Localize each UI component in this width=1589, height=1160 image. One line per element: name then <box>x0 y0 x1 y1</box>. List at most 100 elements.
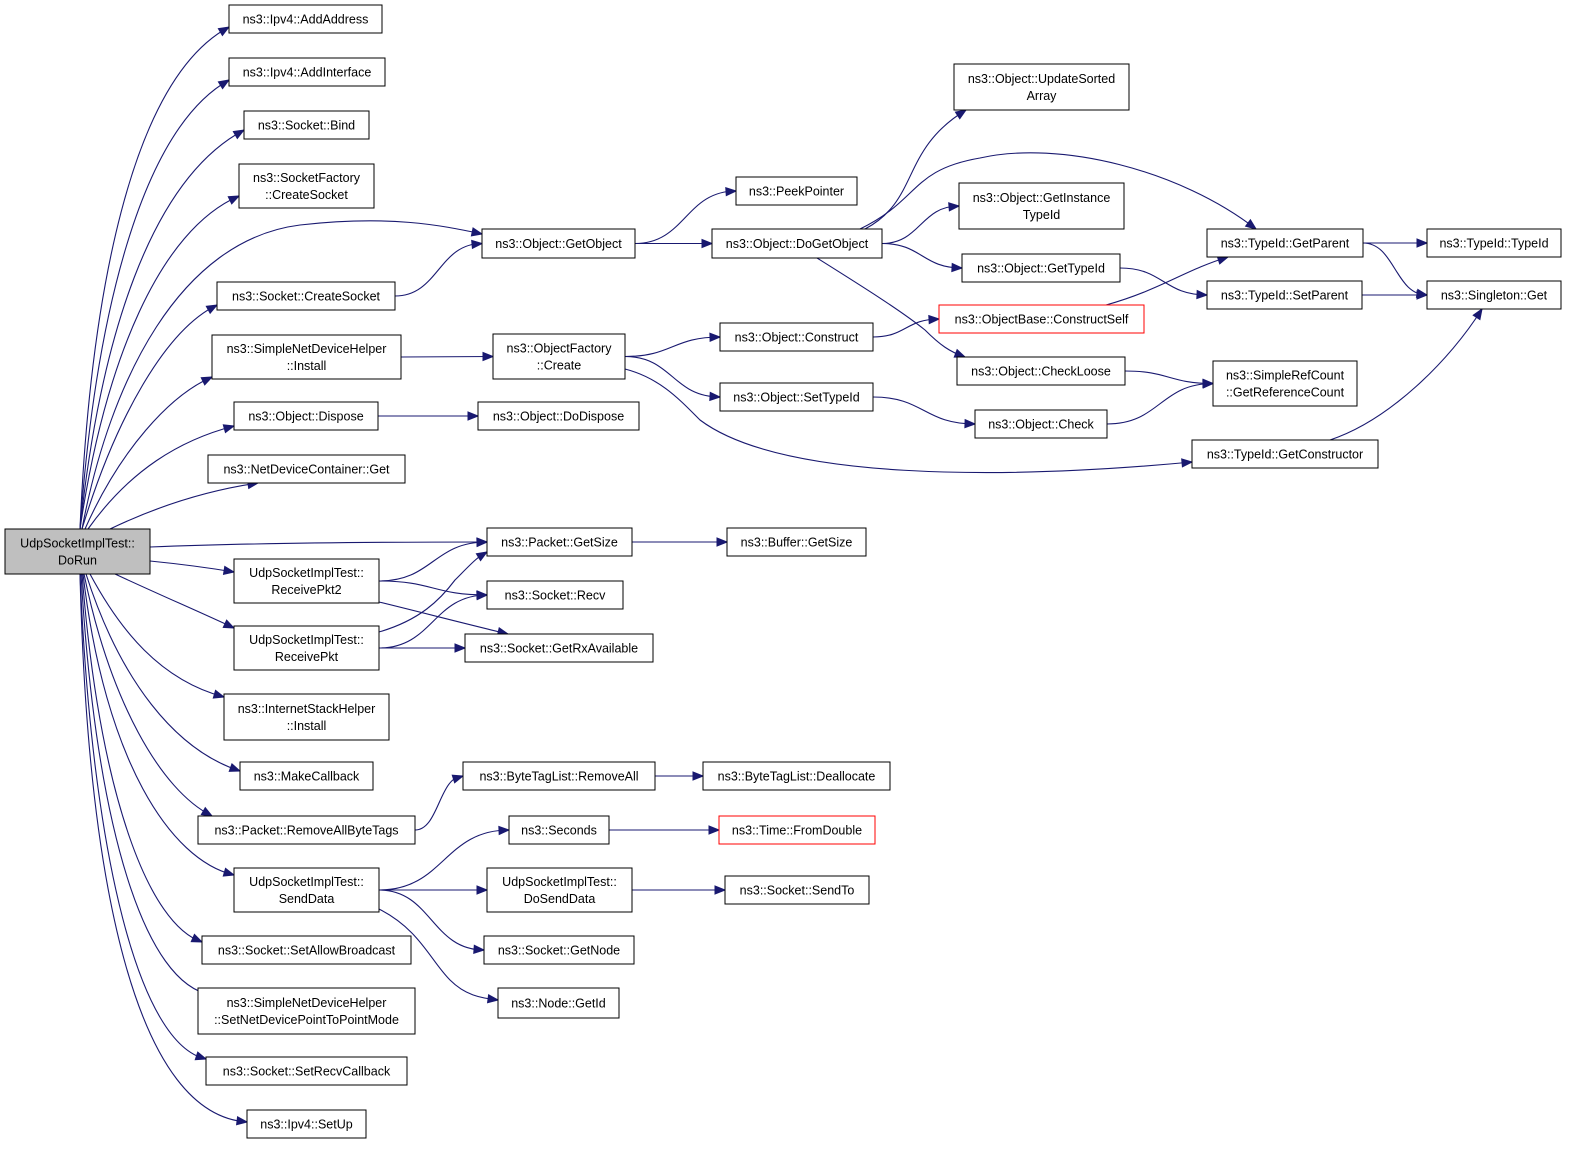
node-node-getid[interactable]: ns3::Node::GetId <box>497 987 620 1019</box>
node-socketfactory-createsocket[interactable]: ns3::SocketFactory::CreateSocket <box>238 163 375 209</box>
node-ipv4-setup[interactable]: ns3::Ipv4::SetUp <box>246 1109 367 1139</box>
node-box[interactable] <box>197 815 416 845</box>
node-box[interactable] <box>735 176 858 206</box>
node-box[interactable] <box>719 382 874 412</box>
node-box[interactable] <box>1426 280 1562 310</box>
node-simplenetdevicehelper-install[interactable]: ns3::SimpleNetDeviceHelper::Install <box>211 334 402 380</box>
node-box[interactable] <box>207 454 406 484</box>
node-object-settypeid[interactable]: ns3::Object::SetTypeId <box>719 382 874 412</box>
node-box[interactable] <box>243 110 370 140</box>
node-box[interactable] <box>223 693 390 741</box>
node-box[interactable] <box>464 633 654 663</box>
node-box[interactable] <box>483 935 635 965</box>
node-box[interactable] <box>197 987 416 1035</box>
node-socket-sendto[interactable]: ns3::Socket::SendTo <box>724 875 870 905</box>
node-box[interactable] <box>477 401 640 431</box>
node-typeid-getconstructor[interactable]: ns3::TypeId::GetConstructor <box>1191 439 1379 469</box>
node-packet-removeallbytetags[interactable]: ns3::Packet::RemoveAllByteTags <box>197 815 416 845</box>
node-box[interactable] <box>239 761 374 791</box>
node-socket-createsocket[interactable]: ns3::Socket::CreateSocket <box>216 281 396 311</box>
node-senddata[interactable]: UdpSocketImplTest::SendData <box>233 867 380 913</box>
node-box[interactable] <box>492 333 626 380</box>
node-seconds[interactable]: ns3::Seconds <box>508 815 610 845</box>
node-box[interactable] <box>233 558 380 604</box>
node-box[interactable] <box>961 253 1121 283</box>
node-peekpointer[interactable]: ns3::PeekPointer <box>735 176 858 206</box>
node-ipv4-addinterface[interactable]: ns3::Ipv4::AddInterface <box>228 57 386 87</box>
node-box[interactable] <box>4 528 151 575</box>
node-box[interactable] <box>938 304 1145 334</box>
node-box[interactable] <box>1206 228 1364 258</box>
node-box[interactable] <box>1191 439 1379 469</box>
node-box[interactable] <box>246 1109 367 1139</box>
node-bytetaglist-removeall[interactable]: ns3::ByteTagList::RemoveAll <box>462 761 656 791</box>
node-box[interactable] <box>1206 280 1363 310</box>
node-object-check[interactable]: ns3::Object::Check <box>974 409 1108 439</box>
node-object-checkloose[interactable]: ns3::Object::CheckLoose <box>956 356 1126 386</box>
node-objectbase-constructself[interactable]: ns3::ObjectBase::ConstructSelf <box>938 304 1145 334</box>
node-box[interactable] <box>238 163 375 209</box>
node-netdevicecontainer-get[interactable]: ns3::NetDeviceContainer::Get <box>207 454 406 484</box>
node-box[interactable] <box>1212 360 1358 407</box>
node-box[interactable] <box>462 761 656 791</box>
node-box[interactable] <box>958 182 1125 230</box>
node-object-dogetobject[interactable]: ns3::Object::DoGetObject <box>711 228 883 259</box>
node-simplerefcount-getreferencecount[interactable]: ns3::SimpleRefCount::GetReferenceCount <box>1212 360 1358 407</box>
node-box[interactable] <box>711 228 883 259</box>
node-box[interactable] <box>233 625 380 671</box>
node-objectfactory-create[interactable]: ns3::ObjectFactory::Create <box>492 333 626 380</box>
node-box[interactable] <box>702 761 891 791</box>
node-typeid-getparent[interactable]: ns3::TypeId::GetParent <box>1206 228 1364 258</box>
node-box[interactable] <box>228 57 386 87</box>
node-box[interactable] <box>724 875 870 905</box>
node-receivepkt2[interactable]: UdpSocketImplTest::ReceivePkt2 <box>233 558 380 604</box>
node-box[interactable] <box>508 815 610 845</box>
node-singleton-get[interactable]: ns3::Singleton::Get <box>1426 280 1562 310</box>
node-box[interactable] <box>211 334 402 380</box>
node-time-fromdouble[interactable]: ns3::Time::FromDouble <box>718 815 876 845</box>
node-box[interactable] <box>953 63 1130 111</box>
node-bytetaglist-deallocate[interactable]: ns3::ByteTagList::Deallocate <box>702 761 891 791</box>
node-socket-getrxavailable[interactable]: ns3::Socket::GetRxAvailable <box>464 633 654 663</box>
node-dosenddata[interactable]: UdpSocketImplTest::DoSendData <box>486 867 633 913</box>
node-box[interactable] <box>216 281 396 311</box>
node-box[interactable] <box>486 867 633 913</box>
node-root[interactable]: UdpSocketImplTest::DoRun <box>4 528 151 575</box>
node-object-gettypeid[interactable]: ns3::Object::GetTypeId <box>961 253 1121 283</box>
node-object-construct[interactable]: ns3::Object::Construct <box>719 322 874 352</box>
node-box[interactable] <box>726 527 867 557</box>
node-socket-setallowbroadcast[interactable]: ns3::Socket::SetAllowBroadcast <box>201 935 412 965</box>
node-box[interactable] <box>481 228 636 259</box>
node-object-getobject[interactable]: ns3::Object::GetObject <box>481 228 636 259</box>
node-box[interactable] <box>205 1056 408 1086</box>
node-makecallback[interactable]: ns3::MakeCallback <box>239 761 374 791</box>
node-socket-recv[interactable]: ns3::Socket::Recv <box>486 580 624 610</box>
node-packet-getsize[interactable]: ns3::Packet::GetSize <box>486 527 633 557</box>
node-object-dispose[interactable]: ns3::Object::Dispose <box>233 401 379 431</box>
node-box[interactable] <box>956 356 1126 386</box>
node-box[interactable] <box>233 867 380 913</box>
node-box[interactable] <box>718 815 876 845</box>
node-box[interactable] <box>1426 228 1562 258</box>
node-box[interactable] <box>486 527 633 557</box>
node-box[interactable] <box>719 322 874 352</box>
node-socket-setrecvcallback[interactable]: ns3::Socket::SetRecvCallback <box>205 1056 408 1086</box>
node-box[interactable] <box>201 935 412 965</box>
node-typeid-typeid[interactable]: ns3::TypeId::TypeId <box>1426 228 1562 258</box>
node-socket-bind[interactable]: ns3::Socket::Bind <box>243 110 370 140</box>
node-box[interactable] <box>228 4 383 34</box>
node-internetstackhelper-install[interactable]: ns3::InternetStackHelper::Install <box>223 693 390 741</box>
node-box[interactable] <box>233 401 379 431</box>
node-buffer-getsize[interactable]: ns3::Buffer::GetSize <box>726 527 867 557</box>
node-box[interactable] <box>497 987 620 1019</box>
node-box[interactable] <box>486 580 624 610</box>
node-typeid-setparent[interactable]: ns3::TypeId::SetParent <box>1206 280 1363 310</box>
node-simplenetdevicehelper-setnetdevicepointtopointmode[interactable]: ns3::SimpleNetDeviceHelper::SetNetDevice… <box>197 987 416 1035</box>
node-box[interactable] <box>974 409 1108 439</box>
node-receivepkt[interactable]: UdpSocketImplTest::ReceivePkt <box>233 625 380 671</box>
node-ipv4-addaddress[interactable]: ns3::Ipv4::AddAddress <box>228 4 383 34</box>
node-object-dodispose[interactable]: ns3::Object::DoDispose <box>477 401 640 431</box>
node-socket-getnode[interactable]: ns3::Socket::GetNode <box>483 935 635 965</box>
